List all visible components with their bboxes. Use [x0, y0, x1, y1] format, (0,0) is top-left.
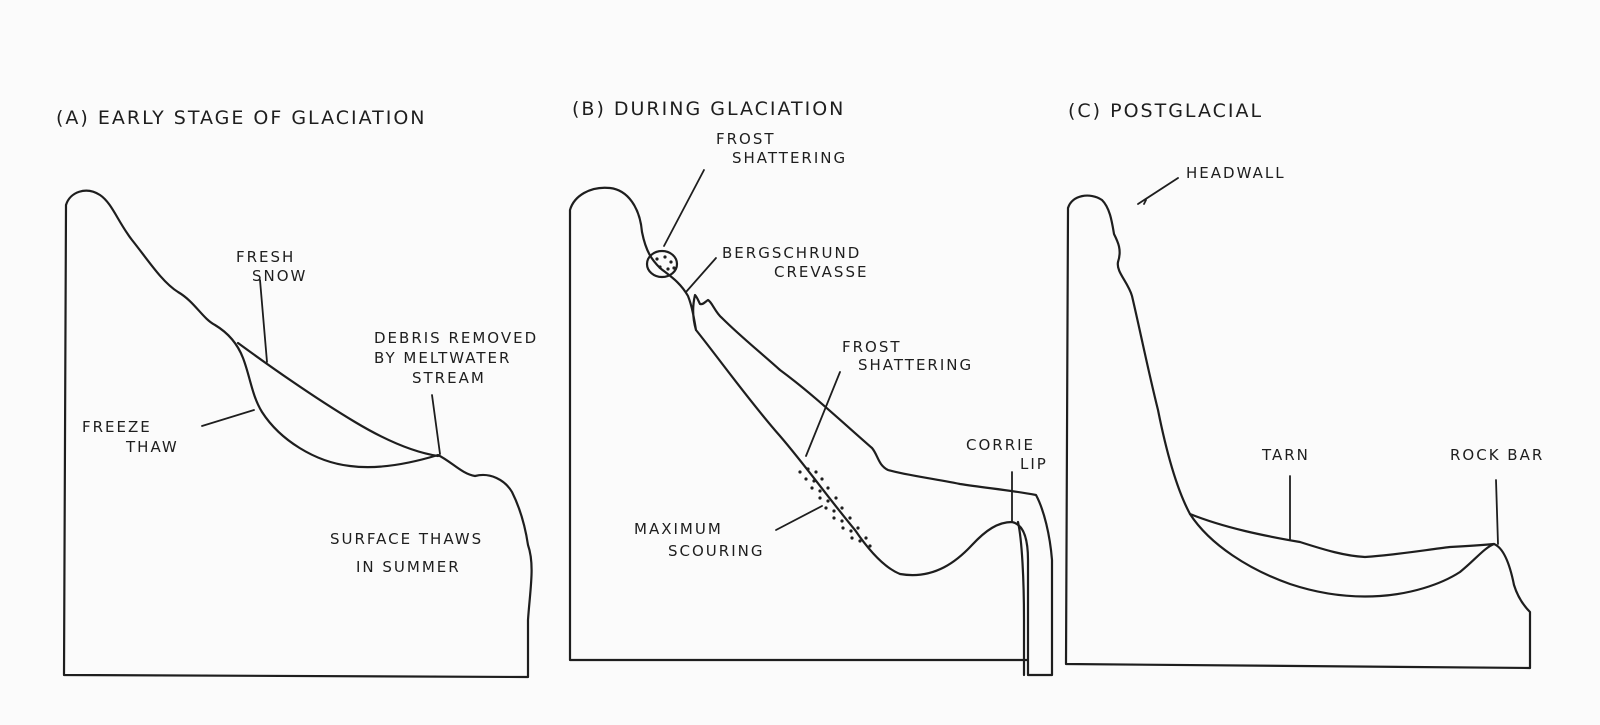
frost-shattering-top-label: FROST SHATTERING [716, 130, 847, 167]
fresh-snow-leader [259, 279, 268, 363]
fresh-snow-label: FRESH SNOW [236, 248, 307, 285]
panel-b-during-glaciation: (B) DURING GLACIATION [568, 98, 1054, 677]
freeze-thaw-leader [201, 409, 255, 427]
panel-c-title: (C) POSTGLACIAL [1068, 100, 1263, 122]
maximum-scouring-leader [775, 505, 823, 531]
freeze-thaw-label: FREEZE THAW [82, 418, 179, 456]
frost-shattering-pocket [645, 249, 679, 279]
headwall-tick [1143, 199, 1147, 205]
panel-a-fresh-snow-surface [236, 341, 440, 458]
panel-a-mountain-profile [62, 189, 533, 679]
corrie-lip-label: CORRIE LIP [966, 436, 1048, 473]
tarn-water-surface [1188, 512, 1496, 559]
debris-leader [431, 394, 441, 455]
panel-a-early-stage: (A) EARLY STAGE OF GLACIATION FRESH SNOW… [56, 107, 545, 679]
rock-bar-label: ROCK BAR [1450, 446, 1544, 464]
maximum-scouring-label: MAXIMUM SCOURING [634, 520, 764, 560]
headwall-label: HEADWALL [1186, 164, 1286, 182]
panel-c-mountain-profile [1064, 194, 1532, 670]
tarn-label: TARN [1261, 446, 1310, 464]
rock-bar-leader [1495, 479, 1499, 545]
headwall-leader [1137, 177, 1179, 205]
frost-shattering-mid-leader [805, 371, 841, 457]
frost-shattering-top-leader [663, 169, 705, 247]
panel-b-title: (B) DURING GLACIATION [572, 98, 845, 120]
panel-a-title: (A) EARLY STAGE OF GLACIATION [56, 107, 427, 129]
bergschrund-leader [685, 257, 717, 293]
corrie-lip-inner [1016, 520, 1026, 677]
maximum-scouring-dots [798, 467, 872, 548]
debris-removed-label: DEBRIS REMOVED BY MELTWATER STREAM [374, 329, 545, 387]
surface-thaws-label: SURFACE THAWS IN SUMMER [330, 530, 490, 576]
bergschrund-label: BERGSCHRUND CREVASSE [722, 244, 868, 281]
frost-shattering-mid-label: FROST SHATTERING [842, 338, 973, 374]
panel-c-postglacial: (C) POSTGLACIAL HEADWALL TARN ROCK BAR [1064, 100, 1544, 670]
frost-debris-dots-top [655, 255, 676, 271]
